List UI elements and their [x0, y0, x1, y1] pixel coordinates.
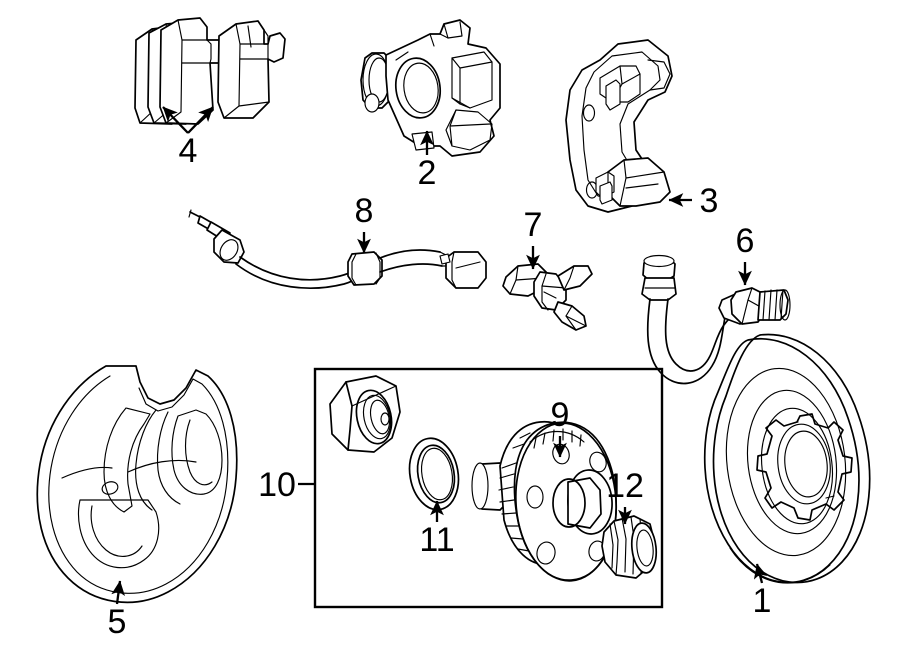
callout-2: 2: [418, 130, 437, 192]
callout-4-label: 4: [179, 132, 198, 170]
callout-3-label: 3: [700, 182, 719, 220]
callout-8: 8: [355, 192, 374, 254]
part-splash-shield: [36, 365, 238, 604]
callout-11: 11: [419, 500, 455, 559]
part-wheel-hub: [471, 421, 618, 582]
part-pad-wear-sensor: [502, 263, 593, 331]
part-hub-seal: [408, 437, 460, 511]
callout-3: 3: [668, 182, 719, 220]
hub-assembly-group-box: [313, 367, 664, 609]
part-brake-pads: [134, 17, 286, 125]
callout-4-leader-right: [187, 106, 214, 134]
callout-2-label: 2: [418, 154, 437, 192]
callout-1-leader: [753, 563, 768, 584]
callout-6: 6: [736, 222, 755, 286]
part-brake-rotor: [703, 333, 871, 584]
callout-5: 5: [108, 580, 127, 641]
part-wheel-bearing: [329, 375, 401, 453]
callout-4-leader-left: [162, 106, 189, 134]
callout-9-label: 9: [551, 396, 570, 434]
part-caliper-bracket: [565, 39, 673, 213]
part-caliper-housing: [360, 19, 501, 157]
callout-12: 12: [606, 467, 644, 525]
callout-7: 7: [524, 206, 543, 270]
callout-1: 1: [753, 563, 772, 620]
part-abs-sensor: [188, 209, 487, 289]
callout-11-label: 11: [419, 521, 454, 559]
part-hub-nut: [601, 515, 658, 579]
callout-1-label: 1: [753, 582, 772, 620]
callout-9: 9: [551, 396, 570, 458]
callout-10: 10: [258, 466, 316, 504]
part-brake-hose: [641, 254, 791, 385]
callout-8-label: 8: [355, 192, 374, 230]
callout-7-label: 7: [524, 206, 543, 244]
callout-12-label: 12: [606, 467, 644, 505]
callout-5-label: 5: [108, 603, 127, 641]
callout-6-label: 6: [736, 222, 755, 260]
callout-5-leader: [111, 580, 125, 605]
callout-10-label: 10: [258, 466, 296, 504]
callout-4: 4: [162, 106, 214, 170]
